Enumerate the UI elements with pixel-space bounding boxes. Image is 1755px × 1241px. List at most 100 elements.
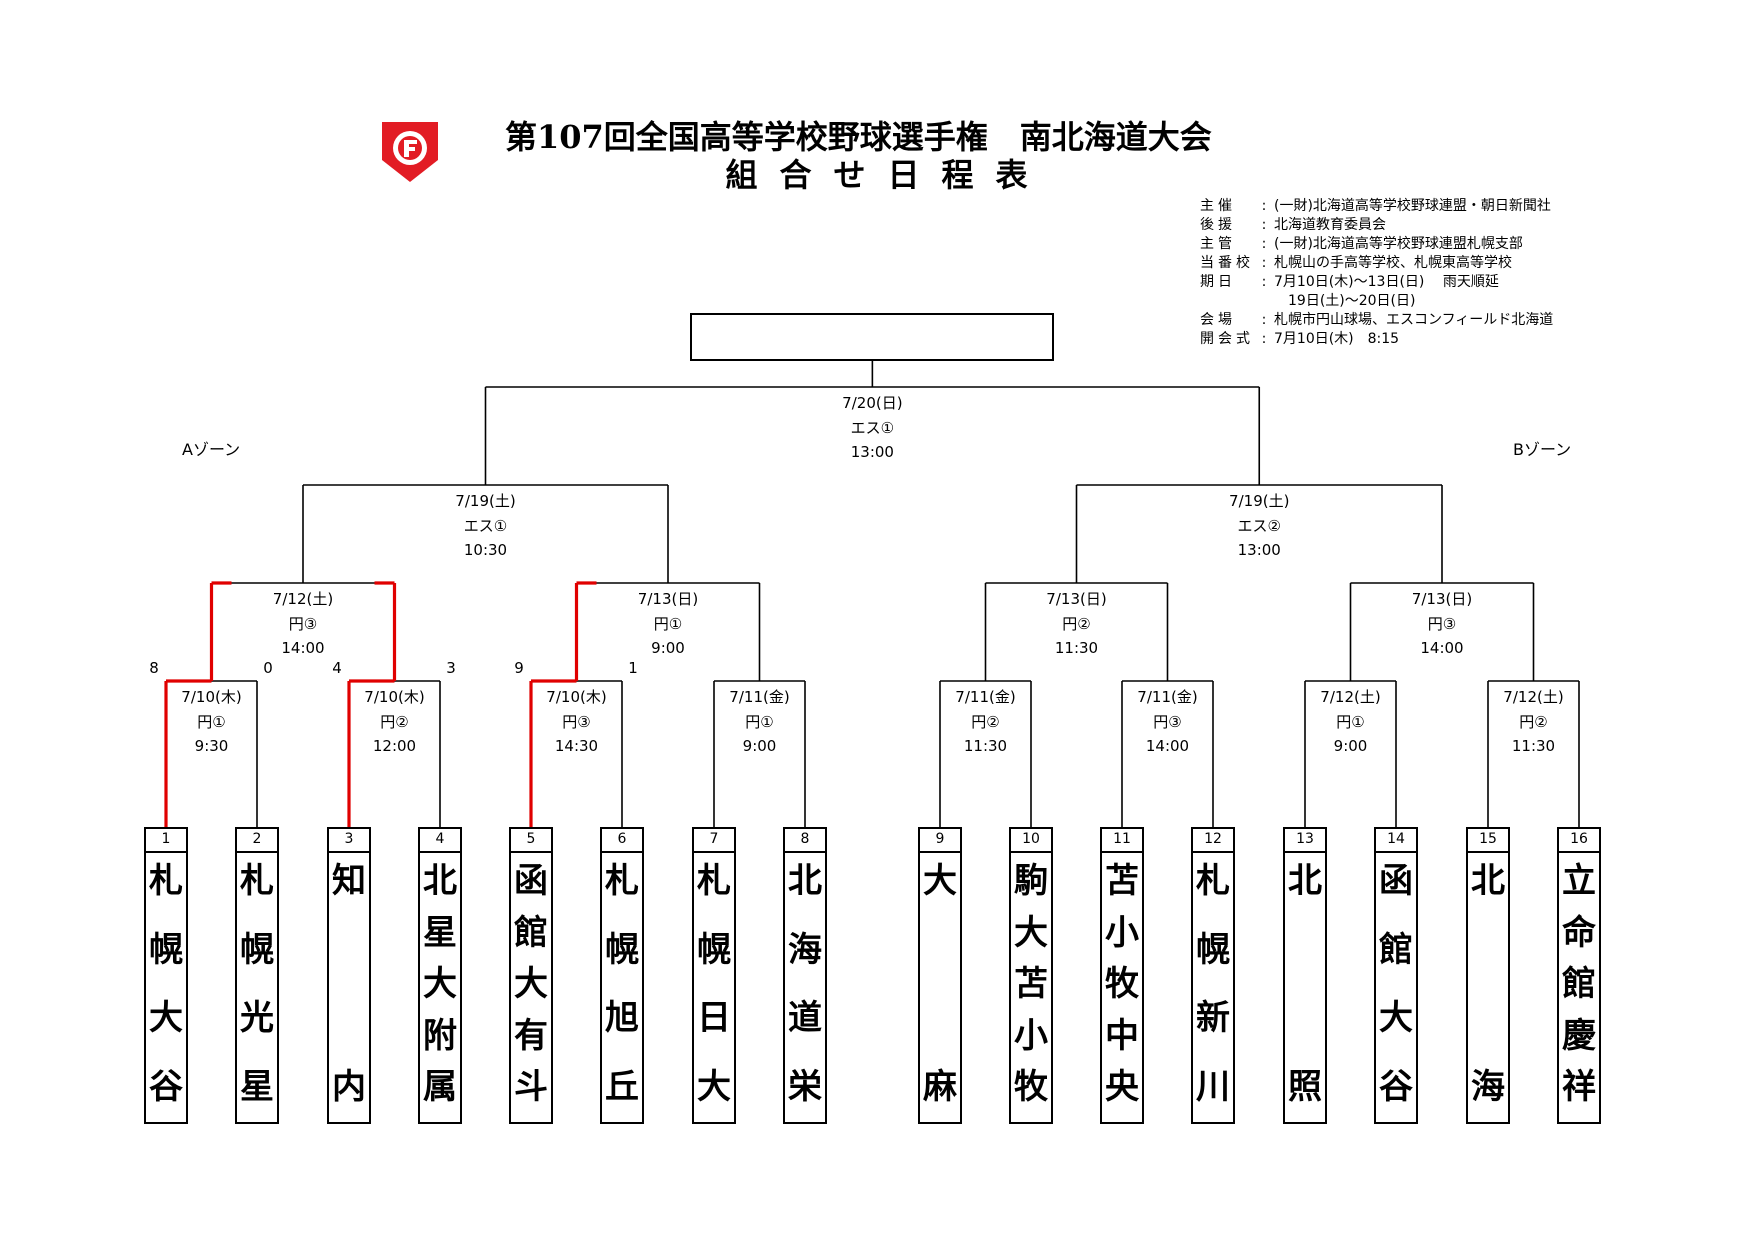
- team-number: 2: [237, 829, 277, 853]
- team-name-char: 斗: [514, 1067, 548, 1107]
- team-name-char: 苫: [1105, 861, 1139, 901]
- page-title: 第107回全国高等学校野球選手権 南北海道大会: [505, 118, 1212, 156]
- team-name: 知内: [329, 853, 369, 1113]
- info-row: 後援:北海道教育委員会: [1200, 217, 1386, 233]
- team-name-char: 札: [1196, 861, 1230, 901]
- team-name-char: 大: [423, 964, 457, 1004]
- team-name-char: 苫: [1014, 964, 1048, 1004]
- team-name-char: 牧: [1105, 964, 1139, 1004]
- team-name-char: 北: [1471, 861, 1505, 901]
- team-name: 大麻: [920, 853, 960, 1113]
- team-name: 函館大谷: [1376, 853, 1416, 1113]
- sf-match-date: 7/19(土): [455, 492, 515, 510]
- score-label: 8: [149, 659, 159, 677]
- qf-match-date: 7/13(日): [1412, 590, 1472, 608]
- team-name-char: 幌: [1196, 929, 1230, 970]
- r1-match-venue: 円③: [562, 713, 590, 731]
- team-number: 16: [1559, 829, 1599, 853]
- team-name-char: 大: [514, 964, 548, 1004]
- team-number: 12: [1193, 829, 1233, 853]
- team-name-char: 幌: [149, 929, 183, 970]
- sf-match-time: 13:00: [1238, 541, 1281, 559]
- qf-match-date: 7/13(日): [638, 590, 698, 608]
- r1-match-date: 7/12(土): [1503, 688, 1563, 706]
- sf-match-venue: エス②: [1238, 517, 1281, 535]
- score-label: 0: [263, 659, 273, 677]
- team-name: 北海: [1468, 853, 1508, 1113]
- team-name-char: 幌: [240, 929, 274, 970]
- team-name-char: 知: [332, 861, 366, 901]
- team-number: 13: [1285, 829, 1325, 853]
- info-row: 会場:札幌市円山球場、エスコンフィールド北海道: [1200, 312, 1554, 328]
- team-name: 札幌旭丘: [602, 853, 642, 1113]
- team-name-char: 内: [332, 1067, 366, 1107]
- team-name-char: 牧: [1014, 1067, 1048, 1107]
- sf-match-time: 10:30: [464, 541, 507, 559]
- team-name-char: 大: [149, 998, 183, 1039]
- r1-match-venue: 円①: [745, 713, 773, 731]
- sf-match-date: 7/19(土): [1229, 492, 1289, 510]
- team-name-char: 函: [1379, 861, 1413, 901]
- qf-match-venue: 円③: [1428, 615, 1456, 633]
- score-label: 3: [446, 659, 456, 677]
- team-name: 北照: [1285, 853, 1325, 1113]
- team-name-char: 北: [788, 861, 822, 901]
- r1-match-venue: 円②: [1519, 713, 1547, 731]
- team-name-char: 小: [1105, 912, 1139, 953]
- team-name-char: 北: [1288, 861, 1322, 901]
- team-name: 札幌大谷: [146, 853, 186, 1113]
- team-name-char: 照: [1288, 1067, 1322, 1107]
- champion-box: [690, 313, 1054, 361]
- team-name: 駒大苫小牧: [1011, 853, 1051, 1113]
- team-name-char: 海: [1471, 1067, 1505, 1107]
- team-name-char: 慶: [1562, 1015, 1596, 1056]
- qf-match-time: 11:30: [1055, 639, 1098, 657]
- r1-match-date: 7/11(金): [729, 688, 789, 706]
- page-subtitle: 組合せ日程表: [725, 156, 1050, 194]
- team-name-char: 属: [423, 1067, 457, 1107]
- info-row: 開会式:7月10日(木) 8:15: [1200, 331, 1400, 347]
- info-row: 主催:(一財)北海道高等学校野球連盟・朝日新聞社: [1200, 198, 1551, 214]
- team-number: 4: [420, 829, 460, 853]
- team-name-char: 立: [1562, 861, 1596, 901]
- r1-match-venue: 円①: [197, 713, 225, 731]
- team-number: 11: [1102, 829, 1142, 853]
- r1-match-time: 12:00: [373, 737, 416, 755]
- team-name-char: 谷: [149, 1066, 183, 1107]
- team-name-char: 麻: [923, 1067, 957, 1107]
- team-box: 11 苫小牧中央: [1100, 827, 1144, 1124]
- team-name-char: 央: [1105, 1067, 1139, 1107]
- team-name-char: 館: [1562, 964, 1596, 1004]
- qf-match-venue: 円③: [289, 615, 317, 633]
- team-name-char: 海: [788, 929, 822, 970]
- team-name-char: 川: [1196, 1066, 1230, 1107]
- final-match-date: 7/20(日): [842, 394, 902, 412]
- team-name-char: 札: [149, 861, 183, 901]
- team-name-char: 函: [514, 861, 548, 901]
- team-name-char: 栄: [788, 1066, 822, 1107]
- team-name-char: 小: [1014, 1015, 1048, 1056]
- team-name: 札幌新川: [1193, 853, 1233, 1113]
- team-name-char: 北: [423, 861, 457, 901]
- team-name-char: 星: [240, 1066, 274, 1107]
- team-name: 札幌光星: [237, 853, 277, 1113]
- team-name-char: 丘: [605, 1066, 639, 1107]
- team-number: 3: [329, 829, 369, 853]
- qf-match-date: 7/13(日): [1046, 590, 1106, 608]
- r1-match-venue: 円③: [1153, 713, 1181, 731]
- info-row: 主管:(一財)北海道高等学校野球連盟札幌支部: [1200, 236, 1523, 252]
- final-match-time: 13:00: [851, 443, 894, 461]
- r1-match-time: 9:00: [743, 737, 777, 755]
- team-name-char: 中: [1105, 1015, 1139, 1056]
- r1-match-time: 9:00: [1334, 737, 1368, 755]
